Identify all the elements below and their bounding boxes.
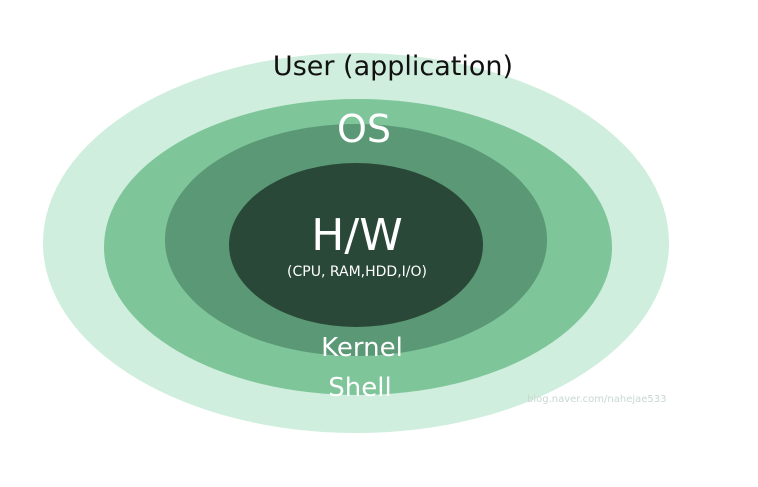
os-label: OS	[336, 107, 392, 151]
hardware-components-label: (CPU, RAM,HDD,I/O)	[287, 264, 427, 280]
shell-label: Shell	[328, 373, 392, 403]
hardware-label: H/W	[311, 210, 403, 261]
user-application-label: User (application)	[272, 51, 514, 82]
kernel-label: Kernel	[321, 333, 403, 363]
hardware-core	[229, 163, 483, 327]
watermark-text: blog.naver.com/nahejae533	[527, 394, 667, 405]
